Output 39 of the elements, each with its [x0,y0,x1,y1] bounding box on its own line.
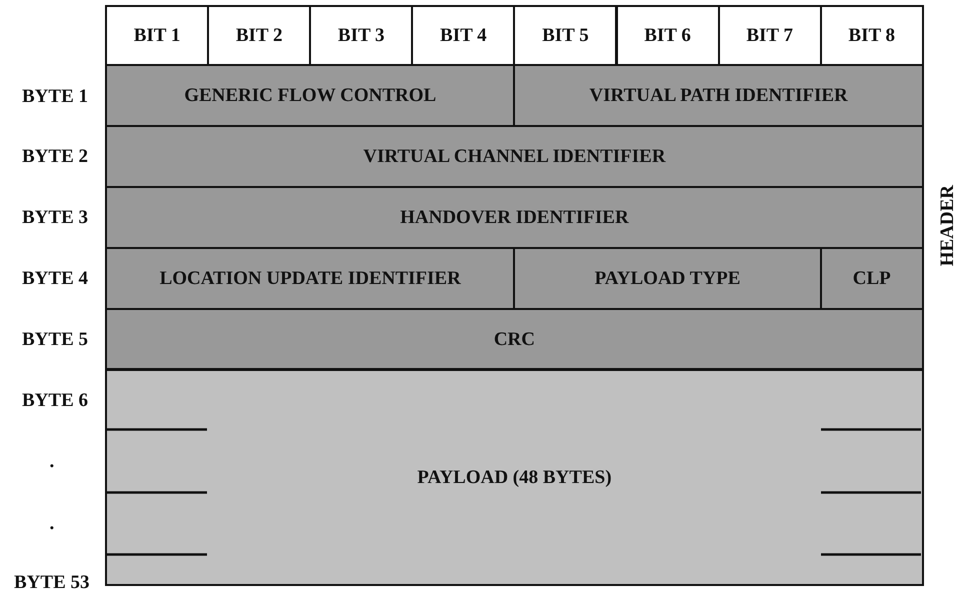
header-field [105,125,924,189]
field-label: BIT 6 [644,25,691,47]
header-field [820,247,924,311]
field-label: BIT 3 [338,25,385,47]
row-label: BYTE 4 [22,268,88,290]
field-label: LOCATION UPDATE IDENTIFIER [160,268,461,290]
column-header [616,5,720,67]
field-label: CLP [852,268,891,290]
field-label: BIT 1 [134,25,180,47]
field-label: CRC [494,329,535,351]
header-field [105,186,924,250]
field-label: BIT 4 [440,25,487,47]
row-label: BYTE 53 [14,572,90,594]
row-label: BYTE 2 [22,146,88,168]
field-label: GENERIC FLOW CONTROL [184,85,436,107]
field-label: BIT 7 [746,25,793,47]
header-field [105,64,516,128]
field-label: BIT 8 [848,25,896,47]
row-label: BYTE 3 [22,207,88,229]
row-label: BYTE 1 [22,86,88,108]
payload-field [105,368,924,586]
ellipsis-dot: . [50,513,54,535]
field-label: PAYLOAD (48 BYTES) [417,466,612,488]
section-label: HEADER [937,184,959,266]
column-header [513,5,618,67]
header-field [513,247,822,311]
field-label: VIRTUAL CHANNEL IDENTIFIER [363,146,666,168]
ellipsis-dot: . [50,451,54,473]
header-field [513,64,924,128]
column-header [105,5,210,67]
field-label: VIRTUAL PATH IDENTIFIER [589,85,848,107]
header-field [105,247,516,311]
field-label: PAYLOAD TYPE [594,268,740,290]
field-label: BIT 2 [236,25,282,47]
row-label: BYTE 6 [22,390,88,412]
column-header [820,5,924,67]
field-label: BIT 5 [542,25,589,47]
field-label: HANDOVER IDENTIFIER [400,207,629,229]
row-label: BYTE 5 [22,329,88,351]
